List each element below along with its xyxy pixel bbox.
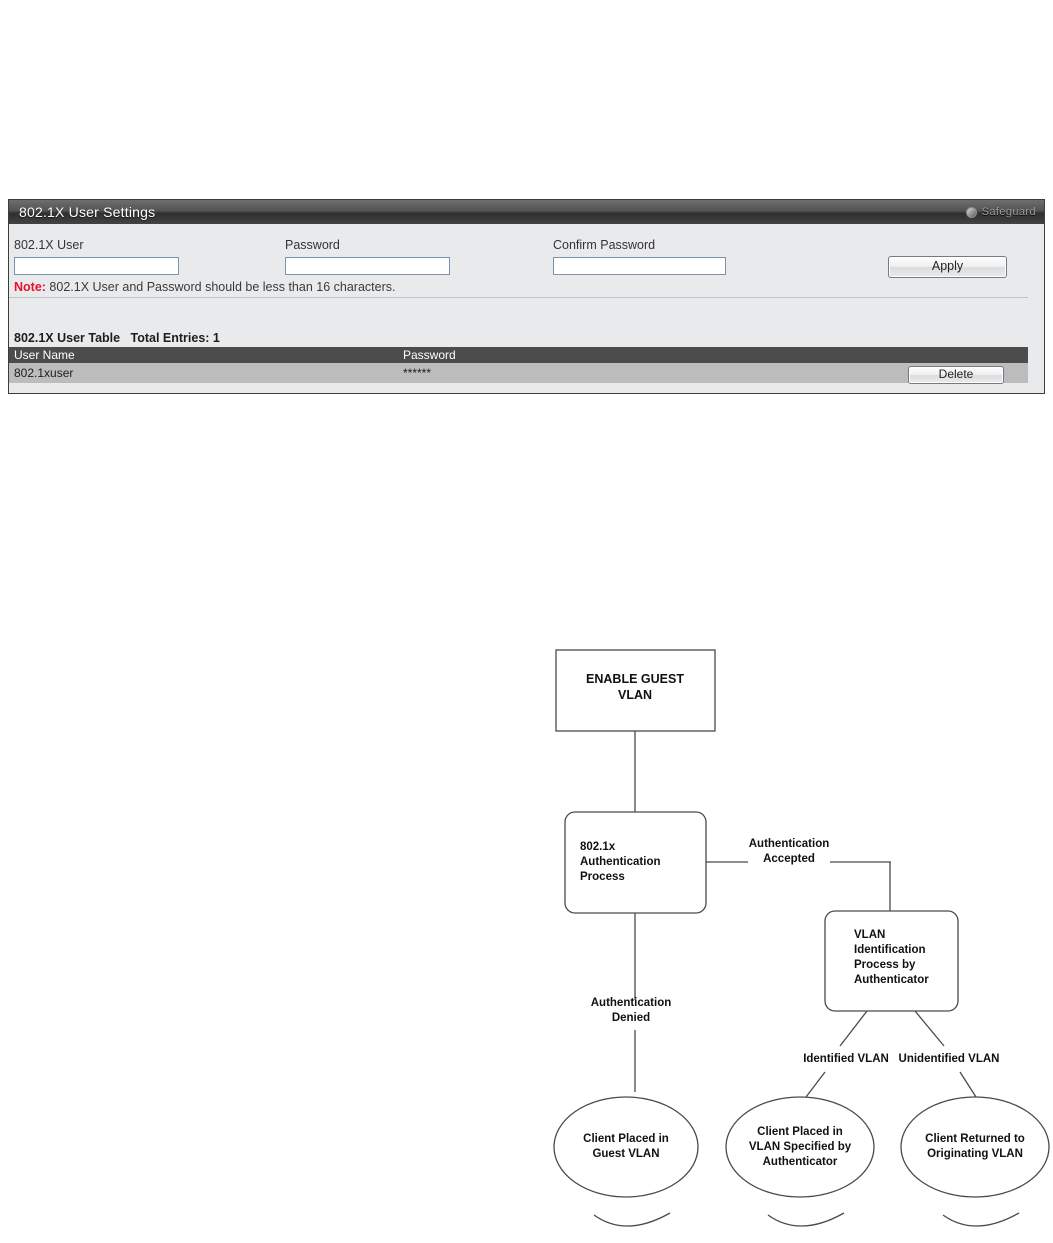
- edge-identified-branch: [839, 1010, 868, 1047]
- edge-label-identified-vlan: Identified VLAN: [803, 1053, 889, 1065]
- total-entries: Total Entries: 1: [130, 331, 220, 345]
- apply-button[interactable]: Apply: [888, 256, 1007, 278]
- delete-button[interactable]: Delete: [908, 366, 1004, 384]
- panel-header: 802.1X User Settings Safeguard: [9, 200, 1044, 224]
- circle-icon: [965, 206, 977, 218]
- node-auth-process-line1: 802.1x: [580, 841, 616, 853]
- result-guest-line2: Guest VLAN: [592, 1148, 659, 1160]
- password-input[interactable]: [285, 257, 450, 275]
- column-header-password: Password: [403, 348, 456, 362]
- node-client-returned-originating-vlan: [900, 1096, 1050, 1198]
- edge-label-auth-accepted-line1: Authentication: [749, 838, 830, 850]
- node-enable-guest-vlan-line2: VLAN: [618, 688, 652, 702]
- note-prefix: Note:: [14, 280, 46, 294]
- node-vlan-id-line3: Process by: [854, 959, 916, 971]
- result-originating-line1: Client Returned to: [925, 1133, 1025, 1145]
- node-auth-process-line3: Process: [580, 871, 625, 883]
- node-auth-process: [564, 811, 707, 914]
- edge-label-auth-accepted-line2: Accepted: [763, 853, 815, 865]
- page-title: 802.1X User Settings: [19, 204, 156, 220]
- table-caption: 802.1X User Table Total Entries: 1: [14, 331, 220, 345]
- result-specified-line3: Authenticator: [763, 1156, 838, 1168]
- edge-identified-to-ellipse: [805, 1071, 826, 1098]
- node-enable-guest-vlan-line1: ENABLE GUEST: [586, 672, 684, 686]
- note-body: 802.1X User and Password should be less …: [45, 280, 396, 294]
- edge-unidentified-branch: [914, 1010, 945, 1047]
- node-vlan-id-line4: Authenticator: [854, 974, 929, 986]
- safeguard-indicator: Safeguard: [965, 206, 1044, 218]
- result-specified-line1: Client Placed in: [757, 1126, 843, 1138]
- node-auth-process-line2: Authentication: [580, 856, 661, 868]
- node-client-placed-specified-vlan: [725, 1096, 875, 1198]
- arc-bottom-center: [767, 1212, 845, 1227]
- table-title: 802.1X User Table: [14, 331, 121, 345]
- arc-bottom-left: [593, 1212, 671, 1227]
- table-row: 802.1xuser ******: [9, 363, 1028, 383]
- node-vlan-id-line2: Identification: [854, 944, 926, 956]
- node-client-placed-guest-vlan: [553, 1096, 699, 1198]
- node-vlan-id-line1: VLAN: [854, 929, 885, 941]
- column-header-user-name: User Name: [14, 348, 75, 362]
- cell-password: ******: [403, 366, 432, 380]
- result-specified-line2: VLAN Specified by: [749, 1141, 852, 1153]
- result-originating-line2: Originating VLAN: [927, 1148, 1023, 1160]
- note-text: Note: 802.1X User and Password should be…: [14, 280, 395, 294]
- node-enable-guest-vlan: [555, 649, 716, 732]
- edge-label-auth-denied-line2: Denied: [612, 1012, 650, 1024]
- result-guest-line1: Client Placed in: [583, 1133, 669, 1145]
- table-header-row: User Name Password: [9, 347, 1028, 363]
- confirm-password-input[interactable]: [553, 257, 726, 275]
- safeguard-label: Safeguard: [981, 206, 1036, 218]
- edge-unidentified-to-ellipse: [959, 1071, 977, 1098]
- section-divider: [9, 297, 1028, 298]
- confirm-password-field-label: Confirm Password: [553, 238, 656, 252]
- password-field-label: Password: [285, 238, 340, 252]
- edge-label-auth-denied-line1: Authentication: [591, 997, 672, 1009]
- user-input[interactable]: [14, 257, 179, 275]
- node-vlan-identification-process: [824, 910, 959, 1012]
- edge-label-unidentified-vlan: Unidentified VLAN: [899, 1053, 1000, 1065]
- user-field-label: 802.1X User: [14, 238, 84, 252]
- cell-user-name: 802.1xuser: [14, 366, 74, 380]
- arc-bottom-right: [942, 1212, 1020, 1227]
